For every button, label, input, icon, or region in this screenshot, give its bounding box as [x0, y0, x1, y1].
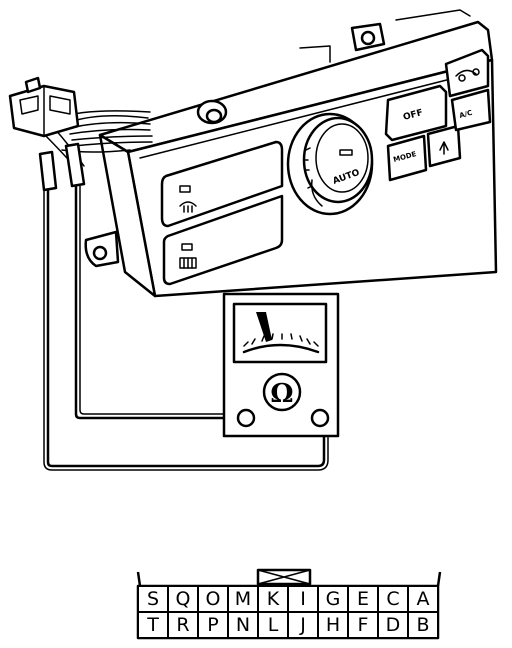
pin-E: E	[348, 586, 378, 612]
pin-I: I	[288, 586, 318, 612]
test-lead-black	[43, 188, 329, 471]
pin-J: J	[288, 612, 318, 638]
pin-P: P	[198, 612, 228, 638]
recirculation-button[interactable]	[455, 68, 480, 82]
test-probe-black	[38, 150, 58, 192]
pin-M: M	[228, 586, 258, 612]
test-probe-red	[64, 142, 86, 188]
mounting-screw-boss	[196, 99, 228, 125]
pin-G: G	[318, 586, 348, 612]
pin-F: F	[348, 612, 378, 638]
harness-connector	[8, 76, 80, 138]
pin-D: D	[378, 612, 408, 638]
pin-Q: Q	[168, 586, 198, 612]
pin-S: S	[138, 586, 168, 612]
pin-T: T	[138, 612, 168, 638]
pin-O: O	[198, 586, 228, 612]
ohm-range-dial	[262, 372, 302, 412]
off-button[interactable]: OFF	[402, 108, 424, 123]
ohmmeter: Ω	[222, 292, 340, 438]
defrost-front-button[interactable]	[160, 140, 284, 228]
pin-C: C	[378, 586, 408, 612]
defrost-rear-button[interactable]	[162, 194, 284, 286]
right-button-cluster	[384, 48, 492, 182]
pin-K: K	[258, 586, 288, 612]
fan-button[interactable]	[439, 141, 449, 155]
pin-B: B	[408, 612, 438, 638]
meter-terminal-negative	[310, 408, 330, 428]
lower-mounting-tab	[84, 230, 120, 268]
ac-label: A/C	[458, 109, 473, 120]
ac-button[interactable]: A/C	[458, 109, 473, 120]
pin-R: R	[168, 612, 198, 638]
test-lead-red	[74, 184, 242, 420]
meter-terminal-positive	[236, 408, 256, 428]
auto-temperature-knob[interactable]: AUTO	[286, 112, 374, 216]
meter-needle	[256, 312, 272, 342]
pin-A: A	[408, 586, 438, 612]
pin-N: N	[228, 612, 258, 638]
ohm-symbol: Ω	[270, 379, 293, 409]
pin-H: H	[318, 612, 348, 638]
off-label: OFF	[402, 108, 424, 123]
top-mounting-clip	[350, 22, 386, 52]
pin-L: L	[258, 612, 288, 638]
